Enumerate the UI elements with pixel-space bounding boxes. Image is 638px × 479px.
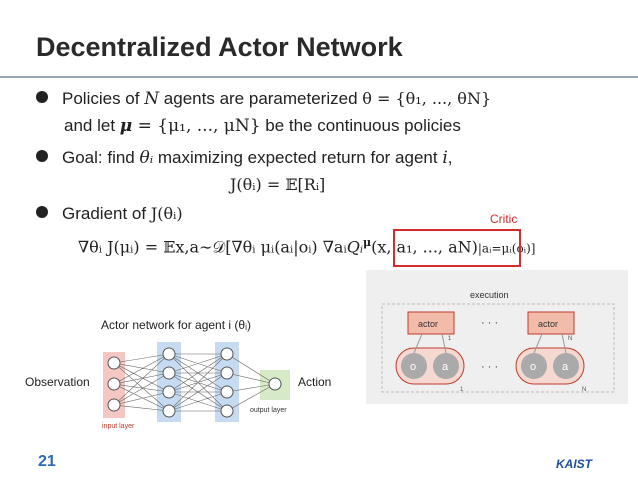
network-edges [113, 353, 276, 412]
input-neuron [107, 377, 121, 391]
bullet-dot [36, 206, 48, 218]
text: , [447, 148, 453, 167]
execution-border [381, 303, 615, 393]
bullet-goal: Goal: find θᵢ maximizing expected return… [36, 148, 452, 168]
arrow-o1-actor1 [413, 333, 423, 354]
input-neuron [107, 356, 121, 370]
return-equation: J(θᵢ) = 𝔼[Rᵢ] [230, 175, 326, 194]
gradient-equation: ∇θᵢ J(μᵢ) = 𝔼x,a∼𝒟[∇θᵢ μᵢ(aᵢ|oᵢ) ∇aᵢQᵢμ(… [78, 236, 535, 257]
act-circle-n [553, 353, 579, 379]
text: Gradient of [62, 204, 151, 223]
slide-title: Decentralized Actor Network [36, 32, 403, 62]
hidden-neuron [162, 385, 176, 399]
hidden-neuron [220, 404, 234, 418]
hidden-neuron [162, 366, 176, 380]
actor-network-diagram: input layer output layer [102, 342, 290, 430]
math-mu: μ [119, 116, 133, 136]
gradient-rhs: |aᵢ=μᵢ(oᵢ)] [477, 241, 536, 256]
q-superscript: μ [363, 236, 372, 249]
math-i: i [442, 148, 448, 168]
critic-highlight-box [393, 229, 521, 267]
actor-label-n: actor [538, 319, 558, 329]
arrow-on-actorn [533, 333, 543, 354]
arrow-actorn-an [561, 333, 567, 354]
title-rule [0, 76, 638, 78]
sub-n-group: N [582, 387, 586, 393]
actor-label-1: actor [418, 319, 438, 329]
text: Policies of [62, 89, 145, 108]
q-function: Qᵢ [346, 237, 364, 257]
bullet-dot [36, 150, 48, 162]
arrow-actor1-a1 [441, 333, 447, 354]
input-layer-label: input layer [102, 423, 135, 430]
bullet-dot [36, 91, 48, 103]
execution-dots-top: · · · [481, 317, 498, 329]
hidden-neuron [220, 385, 234, 399]
input-neuron [107, 398, 121, 412]
act-label-n: a [562, 361, 569, 373]
text: maximizing expected return for agent [153, 148, 443, 167]
hidden-neuron [220, 347, 234, 361]
kaist-logo-text: KAIST [556, 457, 594, 471]
act-circle-1 [433, 353, 459, 379]
math-J: J(θᵢ) [150, 204, 183, 223]
obs-label-n: o [530, 361, 536, 373]
math-theta-i: θᵢ [139, 148, 154, 168]
output-layer-label: output layer [250, 407, 287, 414]
text: be the continuous policies [260, 116, 461, 135]
actor-box-n [527, 311, 575, 335]
hidden-neuron [220, 366, 234, 380]
math-theta-set: θ = {θ₁, ..., θN} [362, 89, 492, 108]
kaist-logo: KAIST [556, 457, 594, 471]
obs-circle-1 [401, 353, 427, 379]
sub-n-actor: N [568, 336, 572, 342]
hidden-neuron [162, 404, 176, 418]
sub-1-group: 1 [460, 387, 464, 393]
act-label-1: a [442, 361, 449, 373]
execution-title: execution [470, 290, 509, 300]
execution-diagram: execution actor actor · · · o a o a · · … [381, 290, 615, 393]
bullet-gradient: Gradient of J(θᵢ) [36, 204, 183, 224]
gradient-lhs: ∇θᵢ J(μᵢ) = 𝔼x,a∼𝒟[∇θᵢ μᵢ(aᵢ|oᵢ) ∇aᵢ [78, 237, 347, 257]
page-number: 21 [38, 453, 56, 470]
q-args: (x, a₁, ..., aN) [371, 237, 478, 257]
bullet-policies-line2: and let μ = {μ₁, ..., μN} be the continu… [64, 116, 461, 136]
network-caption: Actor network for agent i (θᵢ) [101, 318, 251, 332]
obs-circle-n [521, 353, 547, 379]
critic-label: Critic [490, 212, 518, 226]
output-neuron [268, 377, 282, 391]
math-mu-set: = {μ₁, ..., μN} [132, 116, 261, 136]
hidden-neuron [162, 347, 176, 361]
action-label: Action [298, 375, 332, 389]
text: and let [64, 116, 120, 135]
math-N: N [144, 89, 160, 109]
text: Goal: find [62, 148, 140, 167]
actor-box-1 [407, 311, 455, 335]
text: agents are parameterized [159, 89, 358, 108]
obs-label-1: o [410, 361, 416, 373]
execution-dots-bottom: · · · [481, 361, 498, 373]
sub-1-actor: 1 [448, 336, 452, 342]
bullet-policies: Policies of N agents are parameterized θ… [36, 89, 491, 109]
observation-label: Observation [25, 375, 90, 389]
